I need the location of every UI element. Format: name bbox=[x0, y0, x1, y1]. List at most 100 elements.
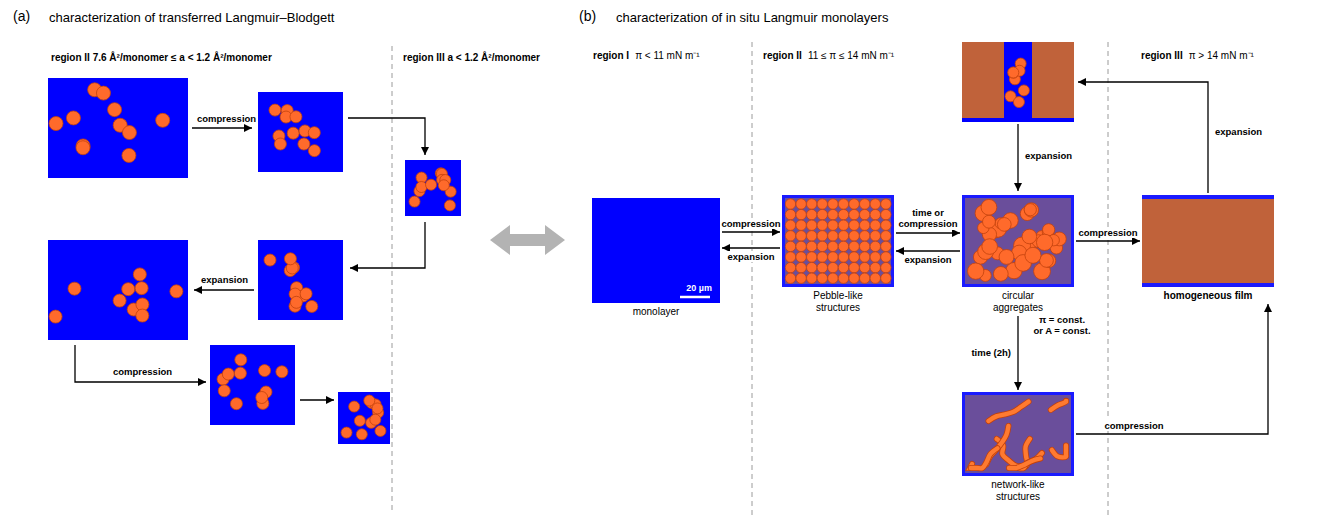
pebble-dot bbox=[881, 241, 891, 251]
pebble-dot bbox=[881, 209, 891, 219]
image-drawing bbox=[962, 195, 1074, 287]
pebble-dot bbox=[838, 262, 848, 272]
scale-bar bbox=[680, 296, 710, 299]
annotation: region III a < 1.2 Å²/monomer bbox=[402, 52, 541, 64]
pebble-dot bbox=[796, 241, 806, 251]
pebble-dot bbox=[838, 209, 848, 219]
domain-dot bbox=[290, 111, 302, 123]
edge-label: time or compression bbox=[895, 207, 961, 230]
domain-dot bbox=[997, 218, 1011, 232]
microscopy-image: 20 µm bbox=[592, 198, 720, 303]
edge-label: compression bbox=[720, 218, 781, 229]
pebble-dot bbox=[849, 220, 859, 230]
pebble-dot bbox=[838, 241, 848, 251]
film-edge bbox=[1142, 195, 1274, 199]
domain-dot bbox=[68, 282, 81, 295]
expanded-film bbox=[962, 42, 1074, 122]
pebble-dot bbox=[807, 262, 817, 272]
pebble-dot bbox=[849, 273, 859, 283]
pebble-dot bbox=[870, 262, 880, 272]
region-divider bbox=[752, 42, 753, 517]
lb-film-square bbox=[210, 345, 295, 425]
annotation: compression bbox=[112, 366, 173, 377]
pebble-dot bbox=[860, 252, 870, 262]
domain-dot bbox=[1008, 67, 1019, 78]
lb-film-square bbox=[258, 92, 343, 172]
domain-dot bbox=[1024, 203, 1038, 217]
pebble-dot bbox=[849, 241, 859, 251]
domain-dot bbox=[290, 296, 302, 308]
lb-film-square bbox=[405, 160, 461, 216]
process-arrow bbox=[1017, 124, 1018, 191]
pebble-dot bbox=[785, 220, 795, 230]
network-strand bbox=[971, 448, 998, 468]
image-drawing bbox=[782, 195, 894, 287]
process-arrow bbox=[192, 127, 252, 128]
pebble-dot bbox=[860, 199, 870, 209]
domain-dot bbox=[269, 104, 281, 116]
pebble-dot bbox=[870, 209, 880, 219]
pebble-dot bbox=[828, 199, 838, 209]
pebble-dot bbox=[860, 209, 870, 219]
pebble-dot bbox=[838, 273, 848, 283]
transition-arrow bbox=[722, 247, 780, 248]
domain-dot bbox=[259, 365, 271, 377]
domain-dot bbox=[284, 253, 296, 265]
domain-dot bbox=[136, 309, 149, 322]
pebble-dot bbox=[849, 231, 859, 241]
film-edge bbox=[1142, 283, 1274, 287]
pebble-dot bbox=[828, 209, 838, 219]
annotation: expansion bbox=[1214, 126, 1263, 137]
domain-dot bbox=[999, 249, 1014, 264]
domain-dot bbox=[96, 86, 110, 100]
domain-dot bbox=[1008, 67, 1019, 78]
pebble-dot bbox=[817, 199, 827, 209]
annotation: compression bbox=[196, 113, 257, 124]
annotation: 11 ≤ π ≤ 14 mN m⁻¹ bbox=[807, 50, 895, 62]
domain-dot bbox=[298, 138, 310, 150]
pebble-dot bbox=[796, 262, 806, 272]
domain-dot bbox=[983, 215, 996, 228]
network-strand bbox=[989, 402, 1029, 421]
pebble-dot bbox=[838, 231, 848, 241]
panel-title: characterization of transferred Langmuir… bbox=[48, 10, 335, 26]
pebble-dot bbox=[870, 252, 880, 262]
microscopy-image bbox=[962, 195, 1074, 287]
edge-label: compression bbox=[1077, 227, 1138, 238]
annotation: region III bbox=[1140, 50, 1184, 62]
domain-dot bbox=[349, 401, 360, 412]
pebble-dot bbox=[807, 199, 817, 209]
network-strand bbox=[1009, 458, 1040, 468]
pebble-dot bbox=[796, 231, 806, 241]
image-drawing bbox=[962, 392, 1074, 476]
domain-dot bbox=[370, 414, 381, 425]
process-arrow bbox=[194, 289, 254, 290]
network-strand bbox=[1051, 400, 1066, 410]
film-ground bbox=[964, 394, 1073, 475]
sample-state: network-like structures bbox=[962, 392, 1074, 503]
domain-dot bbox=[438, 180, 449, 191]
pebble-dot bbox=[828, 273, 838, 283]
domain-dot bbox=[981, 199, 997, 215]
film-channel bbox=[1004, 42, 1032, 122]
domain-dot bbox=[372, 403, 383, 414]
process-arrow bbox=[348, 118, 425, 155]
pebble-dot bbox=[860, 262, 870, 272]
process-arrow bbox=[300, 399, 334, 400]
edge-label: compression bbox=[1103, 420, 1164, 431]
pebble-dot bbox=[807, 220, 817, 230]
pebble-dot bbox=[881, 220, 891, 230]
edge-label: time (2h) bbox=[970, 347, 1012, 358]
domain-dot bbox=[49, 117, 63, 131]
pebble-dot bbox=[828, 252, 838, 262]
network-strand bbox=[1052, 446, 1066, 458]
domain-dot bbox=[1022, 229, 1037, 244]
pebble-dot bbox=[807, 241, 817, 251]
edge-label: expansion bbox=[904, 254, 953, 265]
pebble-dot bbox=[785, 231, 795, 241]
domain-dot bbox=[444, 200, 455, 211]
pebble-dot bbox=[870, 273, 880, 283]
pebble-dot bbox=[807, 252, 817, 262]
pebble-dot bbox=[860, 273, 870, 283]
pebble-dot bbox=[828, 262, 838, 272]
